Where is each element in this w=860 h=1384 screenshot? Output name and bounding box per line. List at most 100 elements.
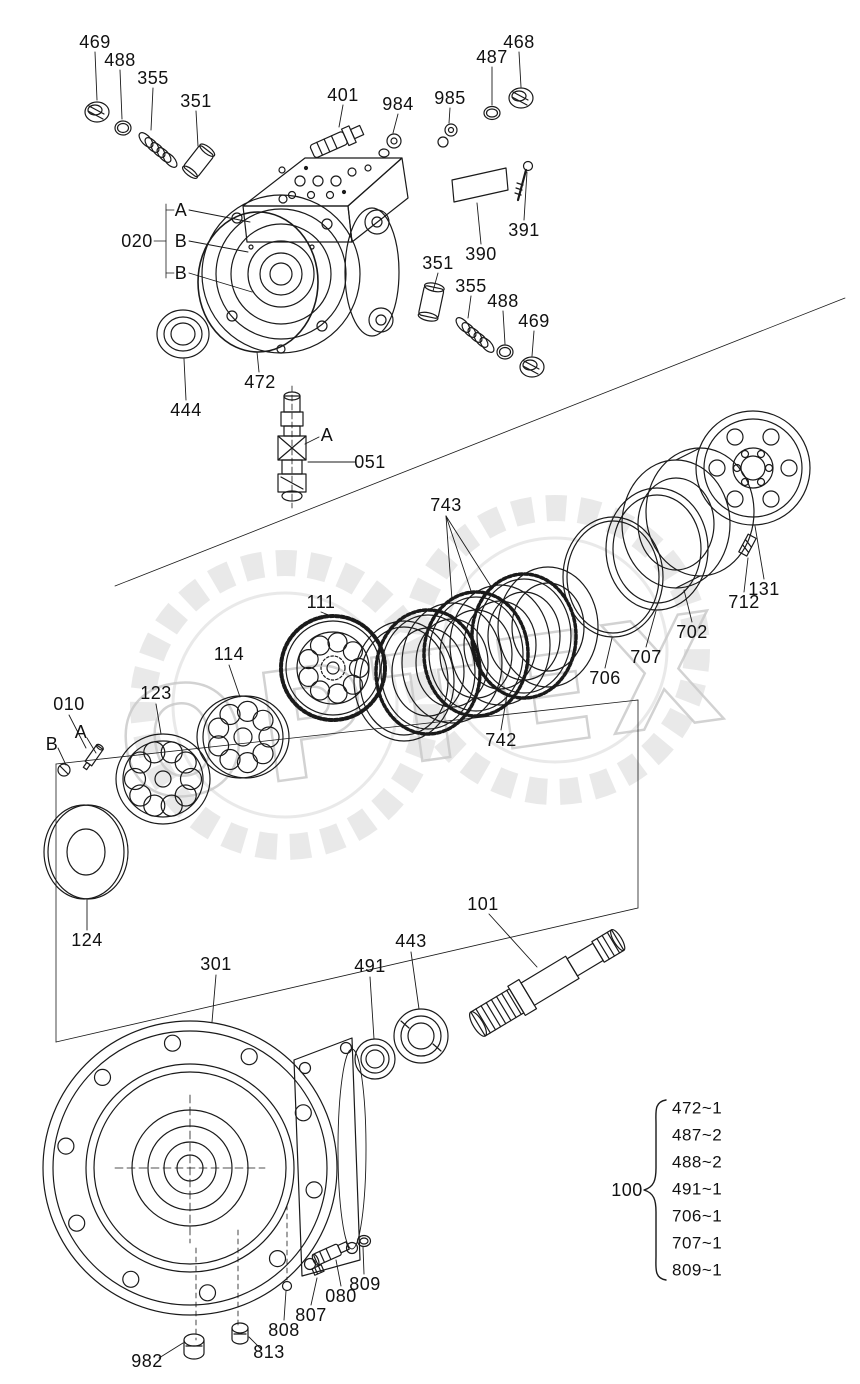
part-985-plug [437, 123, 458, 148]
part-label-469-1: 469 [79, 32, 111, 52]
motor-housing-face [201, 194, 361, 354]
part-label-706: 706 [589, 668, 621, 688]
part-807-pin [311, 1264, 325, 1276]
group-100-item: 706~1 [672, 1206, 723, 1226]
group-100-item: 472~1 [672, 1098, 723, 1118]
part-469-plug-2 [519, 356, 545, 378]
part-469-plug [84, 101, 110, 123]
part-301-housing [42, 1020, 367, 1341]
group-100-item: 707~1 [672, 1233, 723, 1253]
part-label-111: 111 [306, 592, 336, 612]
part-712-pin [738, 533, 757, 557]
part-124-washer [43, 804, 129, 900]
part-491-seal [354, 1038, 396, 1080]
part-label-472: 472 [244, 372, 276, 392]
part-cover-plate [695, 410, 811, 526]
part-label-351-1: 351 [180, 91, 212, 111]
part-809-oring [356, 1234, 372, 1248]
part-label-020: 020 [121, 231, 153, 251]
clutch-disc-stack [353, 566, 599, 742]
part-444-bearing [156, 309, 210, 359]
part-401-valve [309, 124, 365, 159]
part-label-984: 984 [382, 94, 414, 114]
part-label-488-2: 488 [487, 291, 519, 311]
part-label-743: 743 [430, 495, 462, 515]
part-010-pin [82, 743, 104, 771]
part-label-469-2: 469 [518, 311, 550, 331]
view-label-b-2: B [174, 263, 188, 283]
part-355-spring-2 [455, 317, 495, 353]
valve-block [242, 157, 409, 243]
part-label-707: 707 [630, 647, 662, 667]
part-472-oring [197, 211, 319, 353]
part-080-valve [311, 1241, 350, 1266]
group-100-item: 488~2 [672, 1152, 723, 1172]
part-label-808: 808 [268, 1320, 300, 1340]
group-100-item: 491~1 [672, 1179, 723, 1199]
watermark-gears [130, 495, 710, 860]
part-label-982: 982 [131, 1351, 163, 1371]
part-label-487: 487 [476, 47, 508, 67]
part-label-702: 702 [676, 622, 708, 642]
part-label-080: 080 [325, 1286, 357, 1306]
part-355-spring [138, 132, 178, 168]
part-label-351-2: 351 [422, 253, 454, 273]
part-label-355-2: 355 [455, 276, 487, 296]
part-808-ball [281, 1280, 293, 1292]
part-label-124: 124 [71, 930, 103, 950]
part-488-oring [114, 120, 132, 136]
part-390-plate [451, 167, 509, 203]
part-label-712: 712 [728, 592, 760, 612]
group-100-item: 809~1 [672, 1260, 723, 1280]
part-351-bushing [181, 143, 216, 180]
part-label-813: 813 [253, 1342, 285, 1362]
part-label-488-1: 488 [104, 50, 136, 70]
part-label-443: 443 [395, 931, 427, 951]
part-101-shaft [469, 928, 626, 1037]
part-label-051: 051 [354, 452, 386, 472]
leader-lines [57, 51, 765, 1359]
construction-lines [55, 203, 846, 1043]
view-label-a-2: A [320, 425, 334, 445]
part-label-131: 131 [748, 579, 780, 599]
view-label-b-1: B [174, 231, 188, 251]
part-391-bolt [514, 160, 534, 202]
part-label-123: 123 [140, 683, 172, 703]
part-123-plate [115, 733, 211, 825]
part-label-010: 010 [53, 694, 85, 714]
part-label-444: 444 [170, 400, 202, 420]
part-label-401: 401 [327, 85, 359, 105]
motor-mount-flange [344, 207, 400, 337]
group-100-brace [643, 1099, 667, 1281]
part-051-valve [277, 385, 307, 509]
part-label-807: 807 [295, 1305, 327, 1325]
view-label-b-3: B [45, 734, 59, 754]
part-label-101: 101 [467, 894, 499, 914]
part-label-391: 391 [508, 220, 540, 240]
part-111-cylinder-block [279, 614, 387, 722]
part-label-301: 301 [200, 954, 232, 974]
part-982-plug [183, 1333, 205, 1360]
part-label-355-1: 355 [137, 68, 169, 88]
part-label-390: 390 [465, 244, 497, 264]
group-100-label: 100 [611, 1180, 643, 1200]
part-114-retainer-plate [196, 695, 290, 779]
group-100-item: 487~2 [672, 1125, 723, 1145]
part-443-bearing [393, 1008, 449, 1064]
part-984-plug [378, 133, 402, 158]
part-label-809: 809 [349, 1274, 381, 1294]
part-label-742: 742 [485, 730, 517, 750]
part-468-plug [508, 87, 534, 109]
view-label-a-1: A [174, 200, 188, 220]
view-label-a-3: A [74, 722, 88, 742]
part-351-bushing-2 [417, 282, 445, 322]
part-702-drum [621, 447, 755, 589]
part-label-985: 985 [434, 88, 466, 108]
part-813-plug [231, 1322, 249, 1345]
part-label-114: 114 [213, 644, 245, 664]
part-b-pin [57, 763, 71, 777]
part-488-oring-2 [496, 344, 514, 360]
part-label-491: 491 [354, 956, 386, 976]
